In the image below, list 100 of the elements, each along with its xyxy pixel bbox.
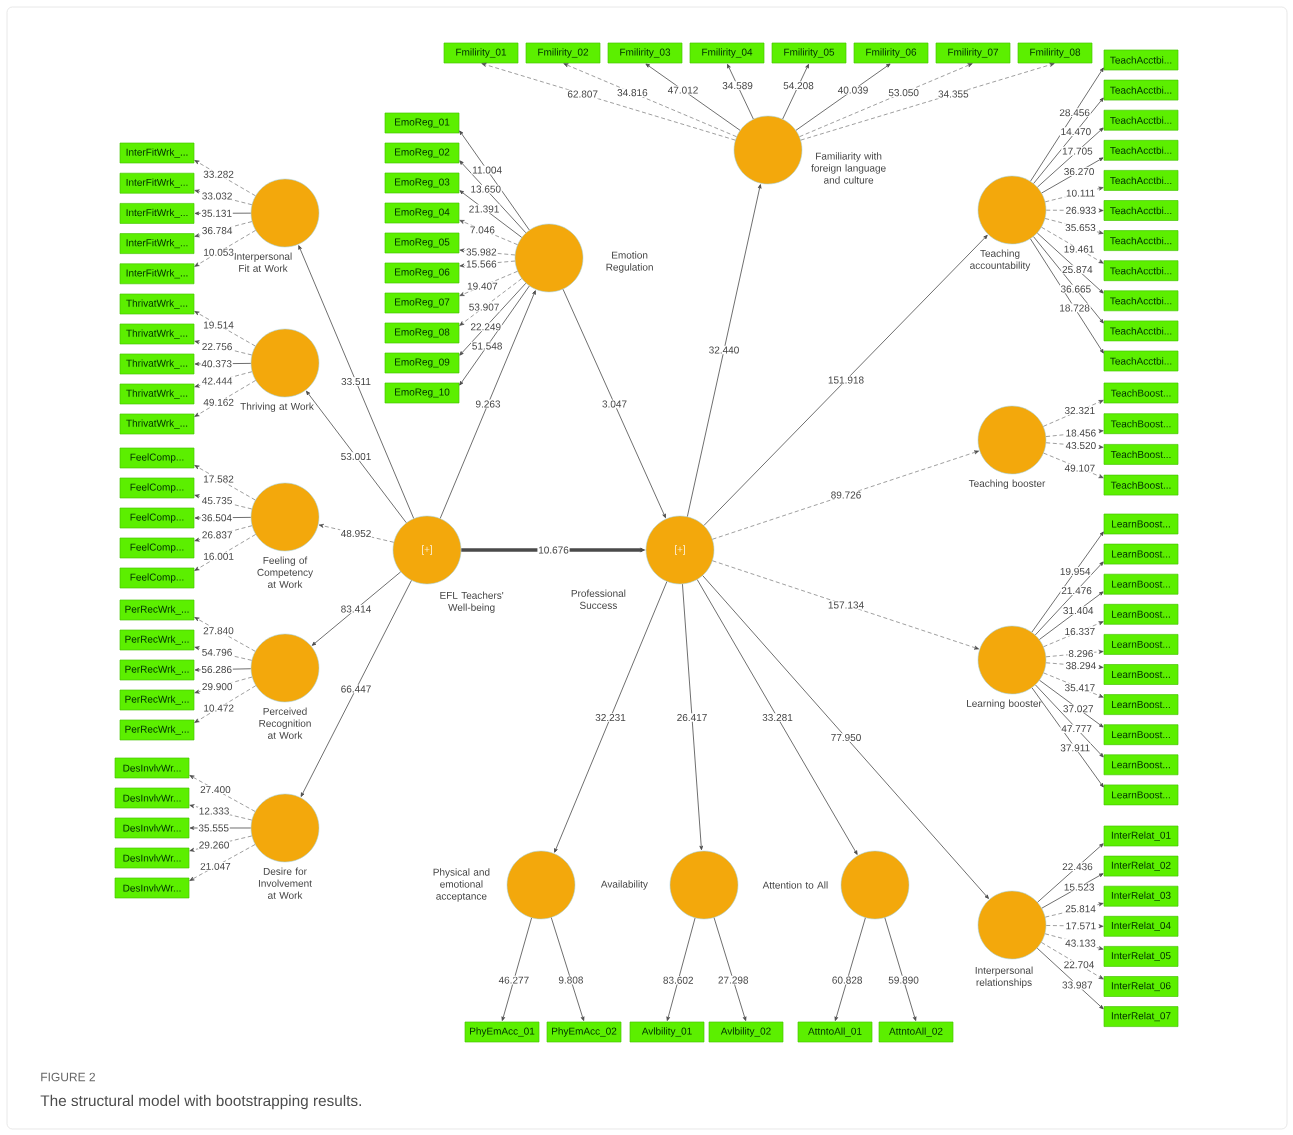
arrow bbox=[1037, 127, 1104, 188]
edge-label: 32.321 bbox=[1063, 406, 1096, 415]
indicator-box: InterRelat_01 bbox=[1103, 825, 1179, 847]
edge-label: 43.133 bbox=[1064, 938, 1097, 948]
arrow bbox=[194, 371, 253, 388]
indicator-box: InterFitWrk_... bbox=[119, 172, 195, 194]
edge-label: 17.705 bbox=[1061, 146, 1094, 156]
edge-label: 21.047 bbox=[199, 862, 232, 871]
indicator-box: AttntoAll_01 bbox=[797, 1021, 873, 1043]
edge-label: 35.131 bbox=[200, 208, 233, 218]
edge-label: 53.907 bbox=[468, 302, 501, 312]
arrow bbox=[459, 190, 523, 238]
edge-label: 45.735 bbox=[201, 496, 234, 505]
arrow bbox=[318, 523, 394, 543]
indicator-box: ThrivatWrk_... bbox=[119, 383, 195, 405]
edge-label: 18.456 bbox=[1064, 428, 1097, 438]
indicator-box: Fmilirity_06 bbox=[853, 42, 929, 64]
indicator-box: EmoReg_01 bbox=[384, 112, 460, 134]
indicator-box: InterRelat_04 bbox=[1103, 915, 1179, 937]
edge-label: 21.391 bbox=[468, 204, 501, 214]
arrow bbox=[439, 290, 536, 519]
indicator-box: Fmilirity_01 bbox=[443, 42, 519, 64]
indicator-box: Fmilirity_05 bbox=[771, 42, 847, 64]
indicator-box: TeachBoost... bbox=[1103, 474, 1179, 496]
arrow bbox=[645, 63, 741, 131]
edge-label: 22.436 bbox=[1061, 862, 1094, 871]
arrow bbox=[1045, 662, 1104, 670]
arrow bbox=[459, 130, 530, 231]
indicator-box: Fmilirity_04 bbox=[689, 42, 765, 64]
arrow bbox=[1039, 679, 1104, 728]
indicator-box: EmoReg_05 bbox=[384, 232, 460, 254]
node-label: Desire for Involvement at Work bbox=[258, 867, 312, 899]
node-label: Perceived Recognition at Work bbox=[259, 707, 311, 739]
figure-number: FIGURE 2 bbox=[41, 1072, 95, 1082]
edge-label: 40.039 bbox=[836, 85, 870, 95]
arrow bbox=[194, 311, 256, 347]
edge-label: 53.050 bbox=[887, 88, 920, 97]
arrow bbox=[795, 63, 891, 131]
arrow bbox=[1037, 843, 1104, 903]
edge-label: 35.417 bbox=[1063, 683, 1096, 693]
arrow bbox=[1046, 208, 1104, 213]
arrow bbox=[1043, 672, 1104, 698]
arrow bbox=[554, 581, 668, 853]
arrow bbox=[884, 917, 917, 1021]
indicator-box: TeachAcctbi... bbox=[1103, 290, 1179, 312]
arrow bbox=[298, 245, 415, 519]
arrow bbox=[1041, 157, 1104, 194]
indicator-box: EmoReg_06 bbox=[384, 262, 460, 284]
edge-label: 54.208 bbox=[782, 81, 815, 90]
caption: The structural model with bootstrapping results. bbox=[40, 1094, 361, 1110]
arrow bbox=[189, 775, 256, 812]
node-label: EFL Teachers' Well-being bbox=[440, 591, 504, 613]
edge-label: 22.756 bbox=[201, 342, 234, 351]
arrow bbox=[459, 271, 518, 296]
arrow bbox=[300, 580, 412, 797]
edge-label: 43.520 bbox=[1064, 441, 1097, 450]
edge-label: 37.911 bbox=[1059, 743, 1091, 753]
edge-label: 47.012 bbox=[666, 85, 700, 95]
arrow bbox=[189, 844, 256, 881]
edge-label: 34.816 bbox=[616, 88, 649, 97]
arrow bbox=[194, 617, 256, 652]
edge-label: 40.373 bbox=[200, 359, 233, 369]
arrow bbox=[1046, 924, 1104, 929]
edge-label: 83.602 bbox=[662, 975, 695, 985]
arrow bbox=[1039, 591, 1104, 640]
arrow bbox=[682, 583, 704, 851]
edge-label: 9.263 bbox=[474, 399, 502, 409]
edge-label: 9.808 bbox=[557, 975, 585, 985]
indicator-box: InterRelat_06 bbox=[1103, 976, 1179, 997]
node-label: Physical and emotional acceptance bbox=[433, 868, 490, 902]
indicator-box: LearnBoost... bbox=[1103, 634, 1179, 655]
indicator-box: Avlbility_02 bbox=[708, 1021, 784, 1043]
indicator-box: EmoReg_10 bbox=[384, 382, 460, 404]
indicator-box: InterRelat_05 bbox=[1103, 946, 1179, 967]
edge-label: 31.404 bbox=[1062, 606, 1095, 615]
indicator-box: TeachAcctbi... bbox=[1103, 139, 1179, 161]
indicator-box: DesInvlvWr... bbox=[114, 817, 190, 839]
edge-label: 54.796 bbox=[200, 648, 234, 657]
edge-label: 15.566 bbox=[465, 259, 498, 269]
indicator-box: PerRecWrk_... bbox=[119, 719, 195, 741]
edge-label: 19.407 bbox=[466, 281, 499, 291]
arrow bbox=[1043, 400, 1104, 427]
arrow bbox=[459, 248, 516, 256]
indicator-box: ThrivatWrk_... bbox=[119, 413, 195, 435]
arrow bbox=[712, 560, 980, 650]
indicator-box: LearnBoost... bbox=[1103, 754, 1179, 776]
indicator-box: PerRecWrk_... bbox=[119, 629, 195, 651]
edge-label: 15.523 bbox=[1063, 882, 1096, 892]
indicator-box: TeachAcctbi... bbox=[1103, 49, 1179, 71]
node-label: Professional Success bbox=[571, 589, 626, 609]
arrow bbox=[194, 676, 253, 694]
indicator-box: FeelComp... bbox=[119, 507, 195, 529]
arrow bbox=[194, 230, 256, 267]
edge-label: 35.653 bbox=[1064, 223, 1097, 232]
arrow bbox=[459, 220, 518, 245]
arrow bbox=[459, 160, 527, 234]
arrow bbox=[1036, 947, 1104, 1010]
indicator-box: Avlbility_01 bbox=[629, 1021, 705, 1043]
indicator-box: ThrivatWrk_... bbox=[119, 353, 195, 375]
indicator-box: FeelComp... bbox=[119, 567, 195, 589]
